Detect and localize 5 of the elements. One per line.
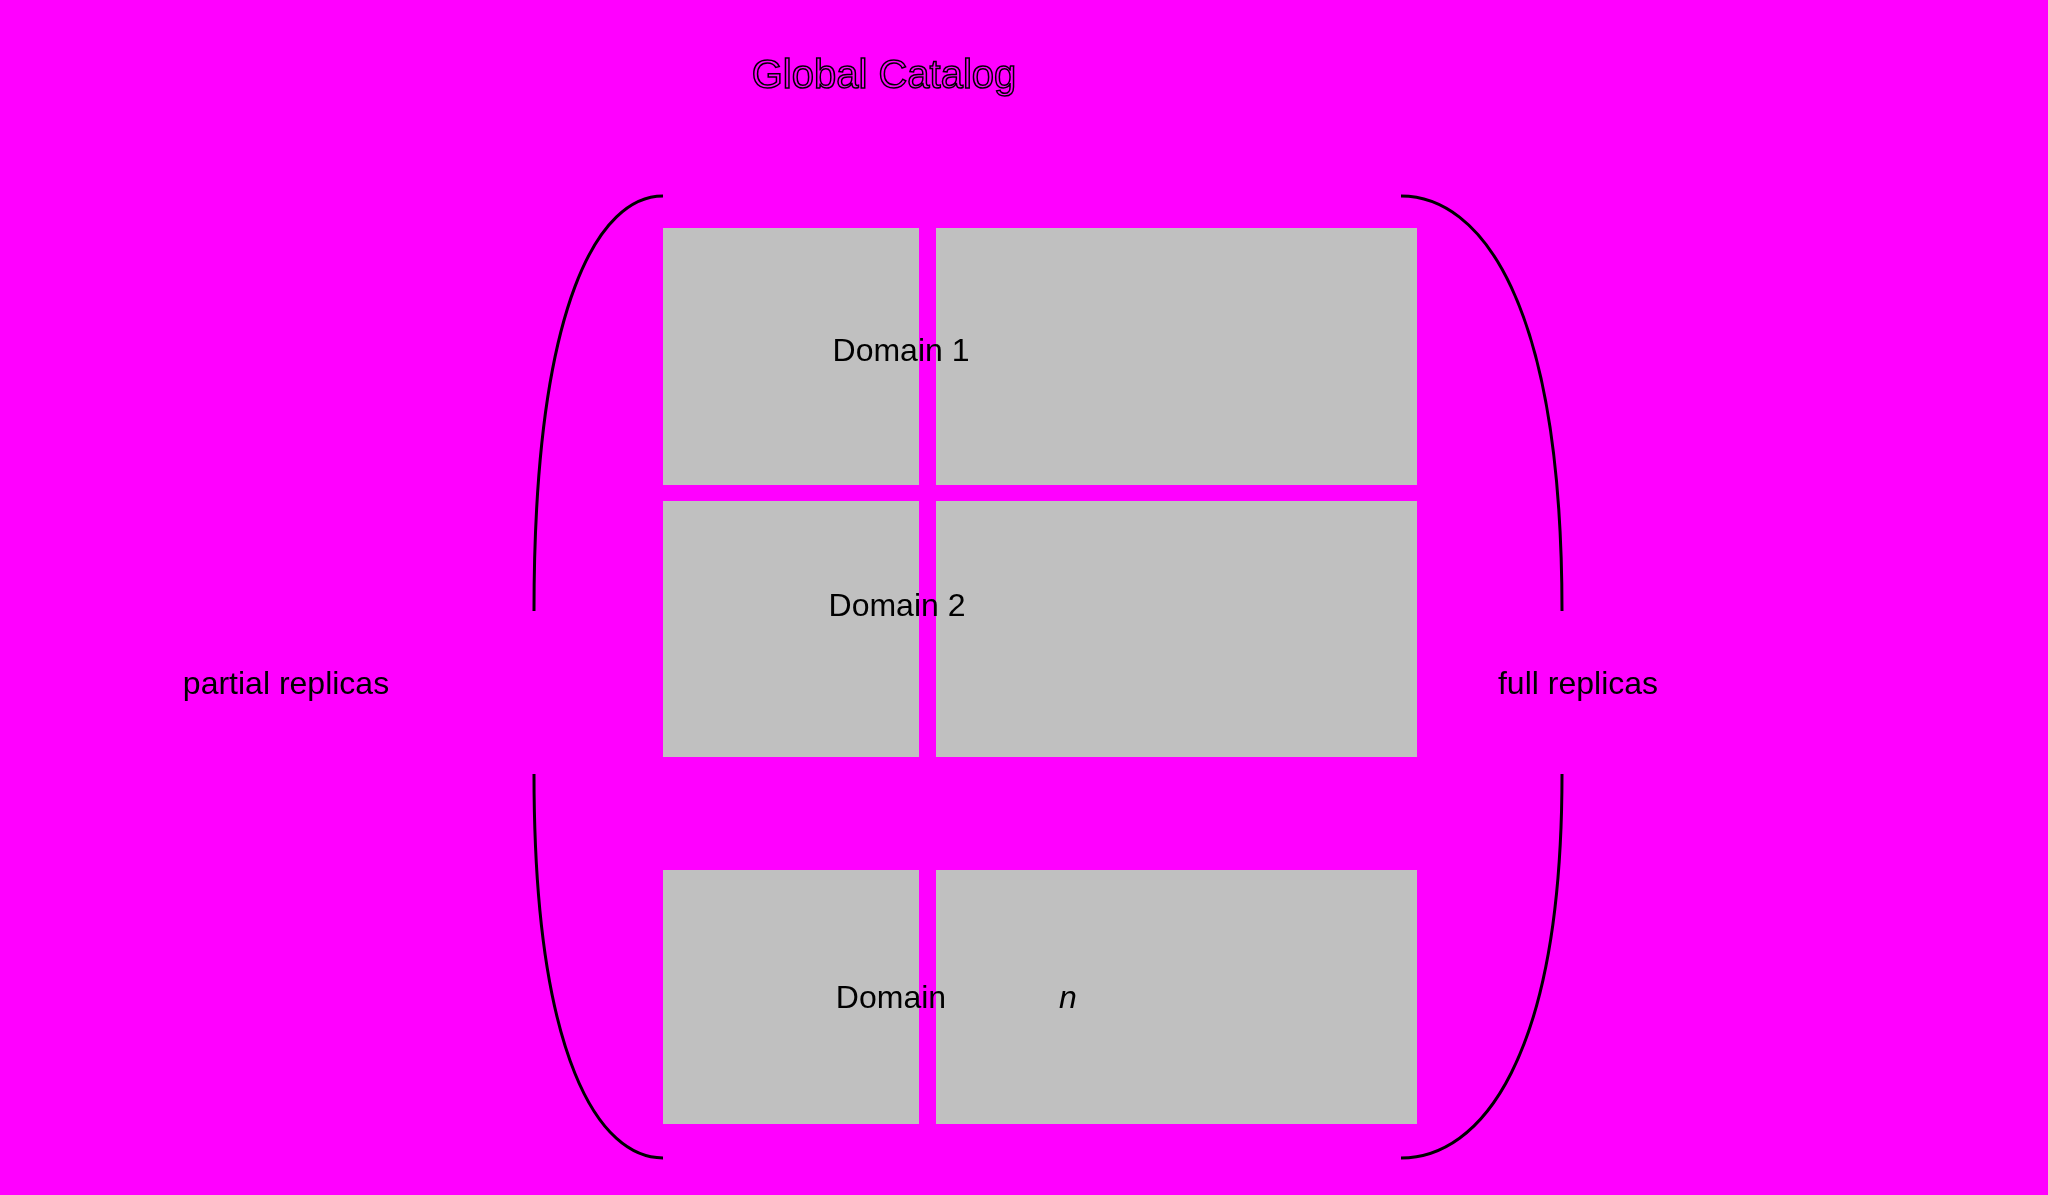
text-label: partial replicas [182,664,390,703]
domain-box [936,501,1417,757]
text-label: n [1059,978,1077,1017]
diagram-title: Global Catalog [751,51,1017,99]
text-label: full replicas [1497,664,1659,703]
